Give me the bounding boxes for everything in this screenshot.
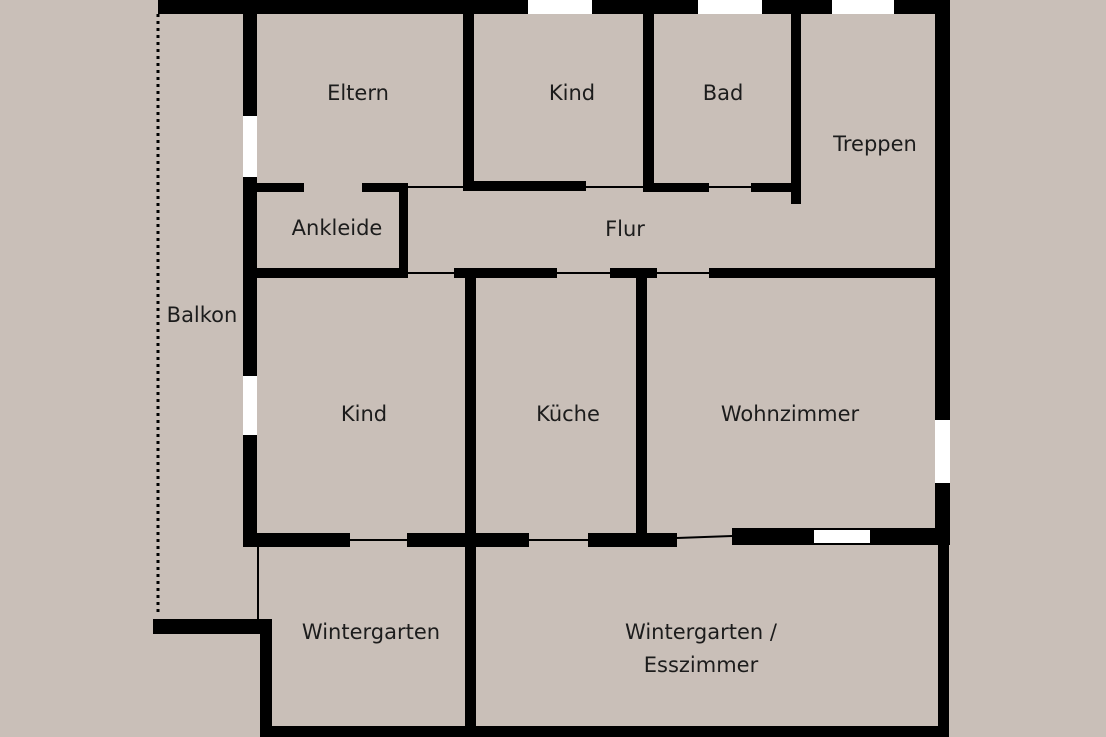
wall-lower-3 <box>588 533 677 547</box>
label-treppen: Treppen <box>832 132 917 156</box>
window-left-2 <box>243 376 257 435</box>
wall-balcony-step <box>153 619 272 634</box>
wall-eltern-kind <box>463 14 474 190</box>
wall-eltern-bottom-1 <box>257 183 304 192</box>
wall-kind-bottom <box>463 181 586 191</box>
wall-left <box>243 14 257 546</box>
wall-ankleide-bottom <box>243 268 408 278</box>
label-flur: Flur <box>605 217 645 241</box>
wall-right-lower <box>938 540 949 737</box>
label-wintergarten: Wintergarten <box>302 620 440 644</box>
window-top-1 <box>528 0 592 14</box>
wall-flur-bottom-2 <box>610 268 657 278</box>
label-kind-mid: Kind <box>341 402 387 426</box>
wall-kind-bad <box>643 14 654 190</box>
wall-flur-bottom-1 <box>454 268 557 278</box>
label-kueche: Küche <box>536 402 600 426</box>
wall-ankleide-right <box>399 183 408 278</box>
windows <box>243 0 950 543</box>
label-ankleide: Ankleide <box>292 216 383 240</box>
wall-wintergarten-left <box>260 620 272 737</box>
label-wohnzimmer: Wohnzimmer <box>721 402 860 426</box>
window-top-2 <box>698 0 762 14</box>
door-line-lower-3 <box>676 535 733 539</box>
label-kind-top: Kind <box>549 81 595 105</box>
label-eltern: Eltern <box>327 81 389 105</box>
wall-bad-bottom-2 <box>751 183 801 192</box>
window-left-1 <box>243 116 257 177</box>
wall-bottom <box>260 726 949 737</box>
window-lower <box>814 530 870 543</box>
wall-bad-treppen <box>791 14 801 204</box>
wall-eltern-bottom-2 <box>362 183 408 192</box>
label-balkon: Balkon <box>167 303 238 327</box>
wall-lower-2 <box>407 533 529 547</box>
label-wintergarten-esszimmer-1: Wintergarten / <box>625 620 778 644</box>
window-right <box>935 420 950 483</box>
wall-kind-kueche <box>465 268 476 737</box>
window-top-3 <box>832 0 894 14</box>
door-lines <box>257 186 751 620</box>
wall-lower-1 <box>243 533 350 547</box>
label-bad: Bad <box>703 81 744 105</box>
wall-kueche-wohnzimmer <box>636 268 647 539</box>
wall-flur-bottom-3 <box>709 268 949 278</box>
label-wintergarten-esszimmer-2: Esszimmer <box>644 653 759 677</box>
wall-bad-bottom-1 <box>643 183 709 192</box>
room-labels: Eltern Kind Bad Treppen Ankleide Flur Ba… <box>167 81 917 677</box>
